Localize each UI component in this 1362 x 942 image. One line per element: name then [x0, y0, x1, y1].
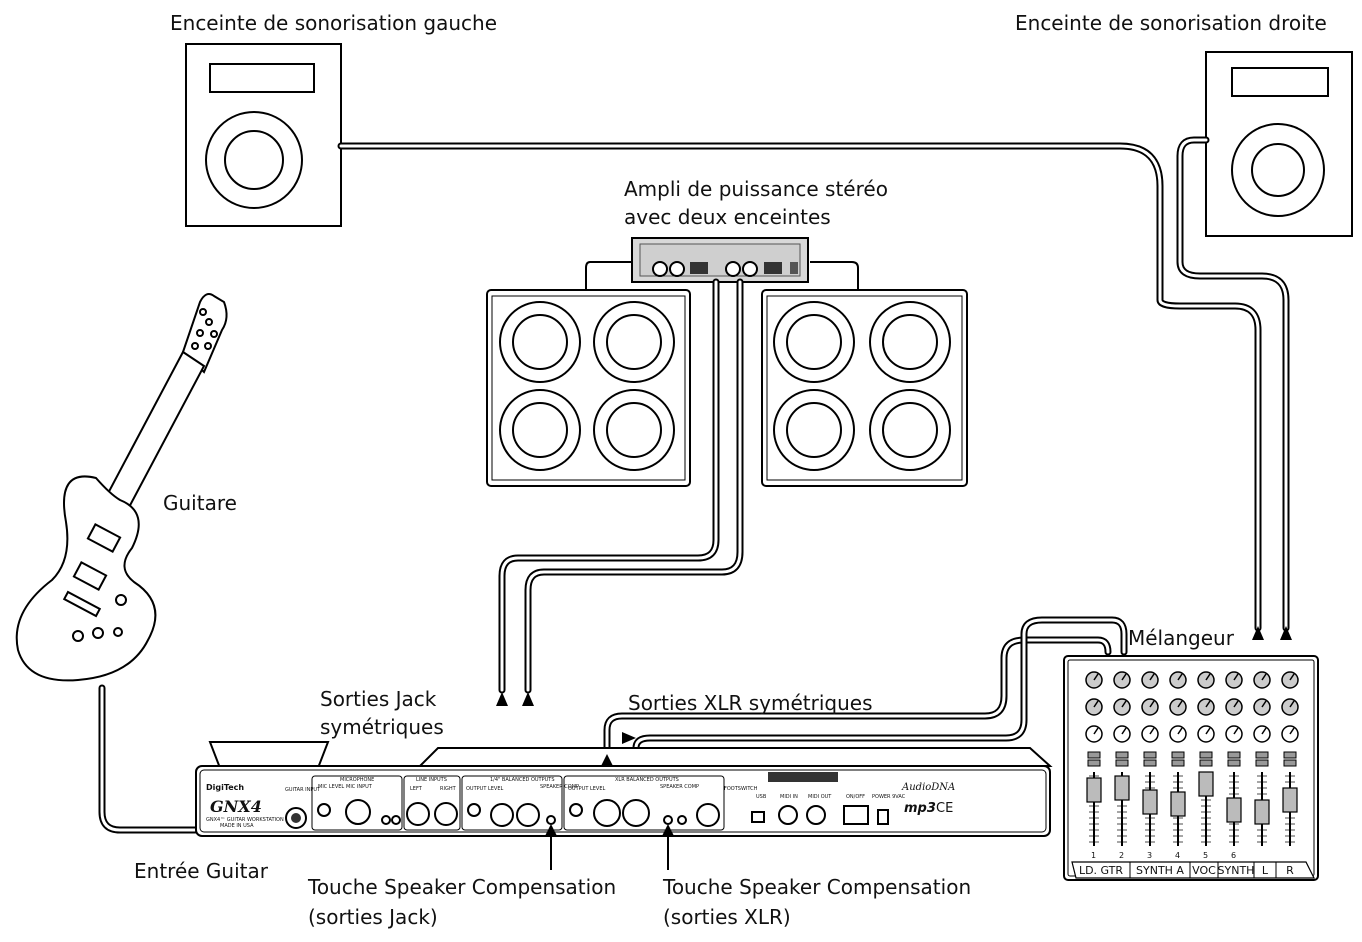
mixer-button[interactable] — [1115, 751, 1129, 759]
xlr-out-label: Sorties XLR symétriques — [628, 691, 873, 715]
quarter-outputs-label: 1/4" BALANCED OUTPUTS — [490, 777, 555, 783]
model-logo: GNX4 — [210, 797, 262, 816]
cables — [98, 136, 1290, 834]
left-pa-speaker — [185, 43, 342, 227]
line-right-label: RIGHT — [440, 786, 457, 792]
mic-section-label: MICROPHONE — [340, 777, 374, 783]
brand-logo: DigiTech — [206, 783, 244, 792]
power-jack[interactable] — [877, 809, 889, 825]
headphone-jack[interactable] — [696, 803, 720, 827]
left-pa-label: Enceinte de sonorisation gauche — [170, 11, 497, 35]
ce-mark: CE — [936, 801, 953, 816]
arrows — [496, 626, 1292, 870]
jack-out-left[interactable] — [490, 803, 514, 827]
comp-xlr-label-line2: (sorties XLR) — [663, 905, 791, 929]
mixer-strip-label: L — [1262, 864, 1269, 877]
speaker-comp-jack-button[interactable] — [546, 815, 556, 825]
mic-input-xlr[interactable] — [345, 799, 371, 825]
mixer-button[interactable] — [1227, 751, 1241, 759]
midi-out-label: MIDI OUT — [808, 794, 832, 800]
jack-out-right[interactable] — [516, 803, 540, 827]
footswitch-label: FOOTSWITCH — [724, 786, 758, 792]
mixer-fader[interactable] — [1282, 787, 1298, 813]
mixer-channel-number: 1 — [1091, 851, 1096, 860]
jack-out-label-line1: Sorties Jack — [320, 687, 437, 711]
comp-jack-label-line2: (sorties Jack) — [308, 905, 438, 929]
audio-dna-logo: AudioDNA — [901, 782, 955, 793]
speaker-comp-label-xlr: SPEAKER COMP — [660, 784, 699, 790]
line-in-left-jack[interactable] — [406, 802, 430, 826]
usb-label: USB — [756, 794, 767, 800]
line-inputs-label: LINE INPUTS — [416, 777, 447, 783]
mic-level-knob[interactable] — [317, 803, 331, 817]
xlr-output-level-label: OUTPUT LEVEL — [568, 786, 605, 792]
xlr-outputs-label: XLR BALANCED OUTPUTS — [615, 777, 679, 783]
gnx4-unit: DigiTech GNX4 GNX4™ GUITAR WORKSTATION M… — [195, 741, 1053, 837]
xlr-output-level-knob[interactable] — [569, 803, 583, 817]
right-pa-label: Enceinte de sonorisation droite — [1015, 11, 1327, 35]
mixer-button[interactable] — [1143, 751, 1157, 759]
made-in: MADE IN USA — [220, 823, 254, 829]
mixer-strip-label: SYNTH — [1218, 864, 1255, 877]
mixer-fader[interactable] — [1226, 797, 1242, 823]
line-in-right-jack[interactable] — [434, 802, 458, 826]
speaker-comp-label-jack: SPEAKER COMP — [540, 784, 579, 790]
mixer-channel-number: 5 — [1203, 851, 1208, 860]
mixer-fader[interactable] — [1198, 771, 1214, 797]
mixer-fader[interactable] — [1114, 775, 1130, 801]
right-pa-speaker — [1205, 51, 1353, 237]
midi-in-label: MIDI IN — [780, 794, 798, 800]
amp-label-line1: Ampli de puissance stéréo — [624, 177, 888, 201]
mixer-channel-number: 2 — [1119, 851, 1124, 860]
mixer-button[interactable] — [1283, 751, 1297, 759]
mixer-channel-number: 4 — [1175, 851, 1180, 860]
usb-port[interactable] — [751, 811, 765, 823]
power-amp — [585, 237, 859, 292]
jack-output-level-knob[interactable] — [467, 803, 481, 817]
mixer-channel-number: 6 — [1231, 851, 1236, 860]
mixer-button[interactable] — [1087, 751, 1101, 759]
comp-jack-label-line1: Touche Speaker Compensation — [307, 875, 616, 899]
mixer-strip-label: VOC — [1192, 864, 1216, 877]
mixer-fader[interactable] — [1170, 791, 1186, 817]
line-left-label: LEFT — [410, 786, 423, 792]
mic-level-label: MIC LEVEL — [318, 784, 344, 790]
power-label: POWER 9VAC — [872, 794, 906, 800]
mixer-button[interactable] — [1255, 751, 1269, 759]
guitar-label: Guitare — [163, 491, 237, 515]
on-off-label: ON/OFF — [846, 794, 865, 800]
mixer-fader[interactable] — [1086, 777, 1102, 803]
xlr-out-left[interactable] — [593, 799, 621, 827]
model-subtitle: GNX4™ GUITAR WORKSTATION — [206, 817, 284, 823]
mixer-label: Mélangeur — [1128, 626, 1235, 650]
mixer-fader[interactable] — [1142, 789, 1158, 815]
mixer-strip-label: SYNTH A — [1136, 864, 1184, 877]
midi-out-port[interactable] — [806, 805, 826, 825]
mixer-strip-label: LD. GTR — [1079, 864, 1123, 877]
midi-in-port[interactable] — [778, 805, 798, 825]
guitar-input-label: GUITAR INPUT — [285, 787, 321, 793]
guitar — [15, 293, 228, 682]
right-cabinet — [761, 289, 968, 487]
amp-label-line2: avec deux enceintes — [624, 205, 831, 229]
mic-input-label: MIC INPUT — [346, 784, 373, 790]
mixer-fader[interactable] — [1254, 799, 1270, 825]
comp-xlr-label-line1: Touche Speaker Compensation — [662, 875, 971, 899]
mp3-logo: mp3 — [904, 801, 936, 816]
guitar-input-caption: Entrée Guitar — [134, 859, 269, 883]
mixer-button[interactable] — [1171, 751, 1185, 759]
speaker-comp-xlr-button[interactable] — [663, 815, 673, 825]
output-level-label: OUTPUT LEVEL — [466, 786, 503, 792]
xlr-out-right[interactable] — [622, 799, 650, 827]
left-cabinet — [486, 289, 691, 487]
jack-out-label-line2: symétriques — [320, 715, 444, 739]
mixer-button[interactable] — [1199, 751, 1213, 759]
mixer-channel-number: 3 — [1147, 851, 1152, 860]
power-switch[interactable] — [843, 805, 869, 825]
mixer-strip-label: R — [1286, 864, 1294, 877]
